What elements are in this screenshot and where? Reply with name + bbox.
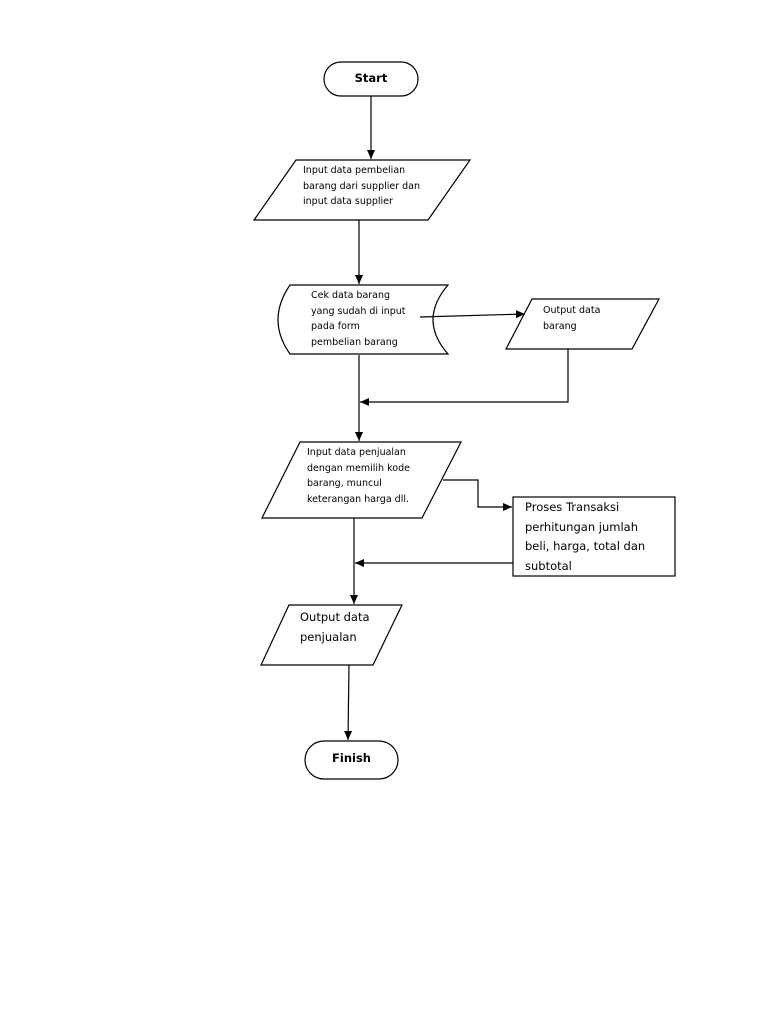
arrow-cek-to-output-barang — [419, 310, 526, 319]
input-penjualan-label: Input data penjualan dengan memilih kode… — [307, 447, 410, 505]
finish-label: Finish — [332, 751, 371, 765]
proses-transaksi-label: Proses Transaksi perhitungan jumlah beli… — [525, 500, 646, 573]
arrow-output-penjualan-to-finish — [344, 664, 353, 741]
input-pembelian-shape — [252, 159, 472, 221]
output-penjualan-label: Output data penjualan — [300, 610, 370, 644]
cek-data-label: Cek data barang yang sudah di input pada… — [311, 290, 406, 348]
input-pembelian-label: Input data pembelian barang dari supplie… — [303, 165, 421, 207]
proses-transaksi-shape — [512, 496, 676, 577]
input-penjualan-shape — [261, 441, 462, 519]
output-barang-label: Output data barang — [543, 305, 601, 332]
start-label: Start — [354, 71, 388, 85]
output-penjualan-shape — [260, 604, 403, 666]
arrow-output-barang-return — [360, 349, 569, 406]
finish-terminator — [304, 740, 399, 780]
arrow-penjualan-to-proses — [443, 479, 512, 511]
cek-data-shape — [277, 284, 450, 355]
output-barang-shape — [505, 298, 661, 350]
